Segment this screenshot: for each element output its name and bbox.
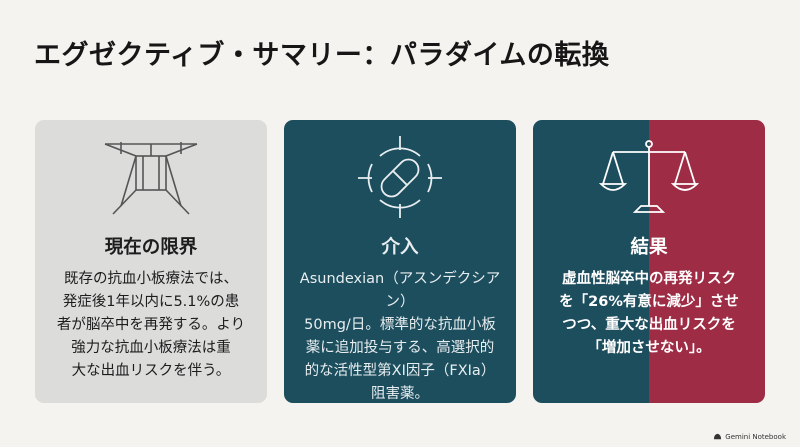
card-body: Asundexian（アスンデクシアン） 50mg/日。標準的な抗血小板 薬に追… — [292, 268, 508, 403]
page-title: エグゼクティブ・サマリー：パラダイムの転換 — [34, 40, 610, 71]
brand-label: Gemini Notebook — [725, 432, 786, 441]
targeted-capsule-icon — [358, 136, 442, 218]
card-line: Asundexian（アスンデクシアン） — [299, 271, 501, 310]
card-body: 虚血性脳卒中の再発リスク を「26%有意に減少」させ つつ、重大な出血リスクを … — [541, 268, 757, 360]
footer-brand: Gemini Notebook — [713, 432, 786, 441]
card-heading: 結果 — [630, 237, 668, 258]
card-heading: 現在の限界 — [104, 237, 198, 258]
card-line: 者が脳卒中を再発する。より — [56, 317, 246, 333]
card-line: 薬に追加投与する、高選択的 — [305, 340, 495, 356]
balance-scale-icon — [599, 140, 699, 213]
card-line: 既存の抗血小板療法では、 — [64, 271, 238, 287]
card-line: 50mg/日。標準的な抗血小板 — [304, 317, 496, 333]
cage-icon — [104, 142, 198, 215]
current-limits-card: 現在の限界 既存の抗血小板療法では、 発症後1年以内に5.1%の患 者が脳卒中を… — [35, 120, 267, 403]
card-line: 虚血性脳卒中の再発リスク — [562, 271, 736, 287]
card-line: 発症後1年以内に5.1%の患 — [62, 294, 240, 310]
card-line: 大な出血リスクを伴う。 — [71, 363, 231, 379]
card-line: を「26%有意に減少」させ — [559, 294, 739, 310]
card-line: 的な活性型第XI因子（FXIa） — [304, 363, 496, 379]
card-line: 強力な抗血小板療法は重 — [71, 340, 231, 356]
card-heading: 介入 — [381, 237, 419, 258]
card-line: 「増加させない」。 — [587, 340, 711, 356]
card-body: 既存の抗血小板療法では、 発症後1年以内に5.1%の患 者が脳卒中を再発する。よ… — [43, 268, 259, 383]
intervention-card: 介入 Asundexian（アスンデクシアン） 50mg/日。標準的な抗血小板 … — [284, 120, 516, 403]
card-line: つつ、重大な出血リスクを — [562, 317, 736, 333]
result-card: 結果 虚血性脳卒中の再発リスク を「26%有意に減少」させ つつ、重大な出血リス… — [533, 120, 765, 403]
card-line: 阻害薬。 — [371, 386, 429, 402]
notebook-logo-icon — [714, 433, 722, 440]
